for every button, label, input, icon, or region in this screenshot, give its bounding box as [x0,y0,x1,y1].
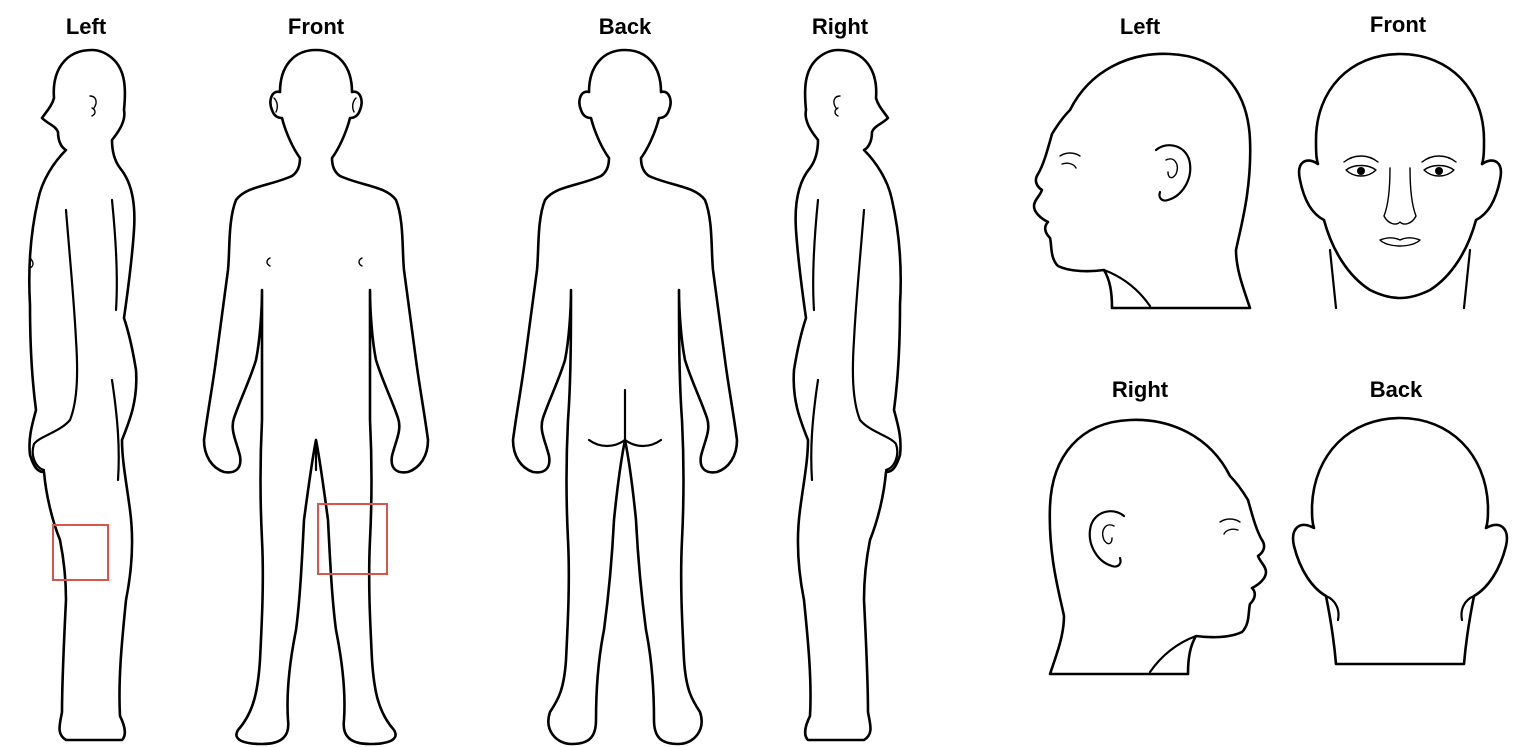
label-body-back: Back [599,14,652,39]
head-left-figure[interactable] [1034,54,1250,308]
label-head-back: Back [1370,377,1423,402]
head-front-figure[interactable] [1299,54,1501,308]
label-body-front: Front [288,14,345,39]
body-back-figure[interactable] [513,50,737,744]
label-head-right: Right [1112,377,1169,402]
body-left-figure[interactable] [29,50,136,740]
body-front-figure[interactable] [204,50,428,744]
body-right-figure[interactable] [794,50,901,740]
head-right-figure[interactable] [1050,420,1266,674]
label-body-right: Right [812,14,869,39]
head-back-figure[interactable] [1293,418,1507,664]
label-head-left: Left [1120,14,1161,39]
label-head-front: Front [1370,12,1427,37]
label-body-left: Left [66,14,107,39]
